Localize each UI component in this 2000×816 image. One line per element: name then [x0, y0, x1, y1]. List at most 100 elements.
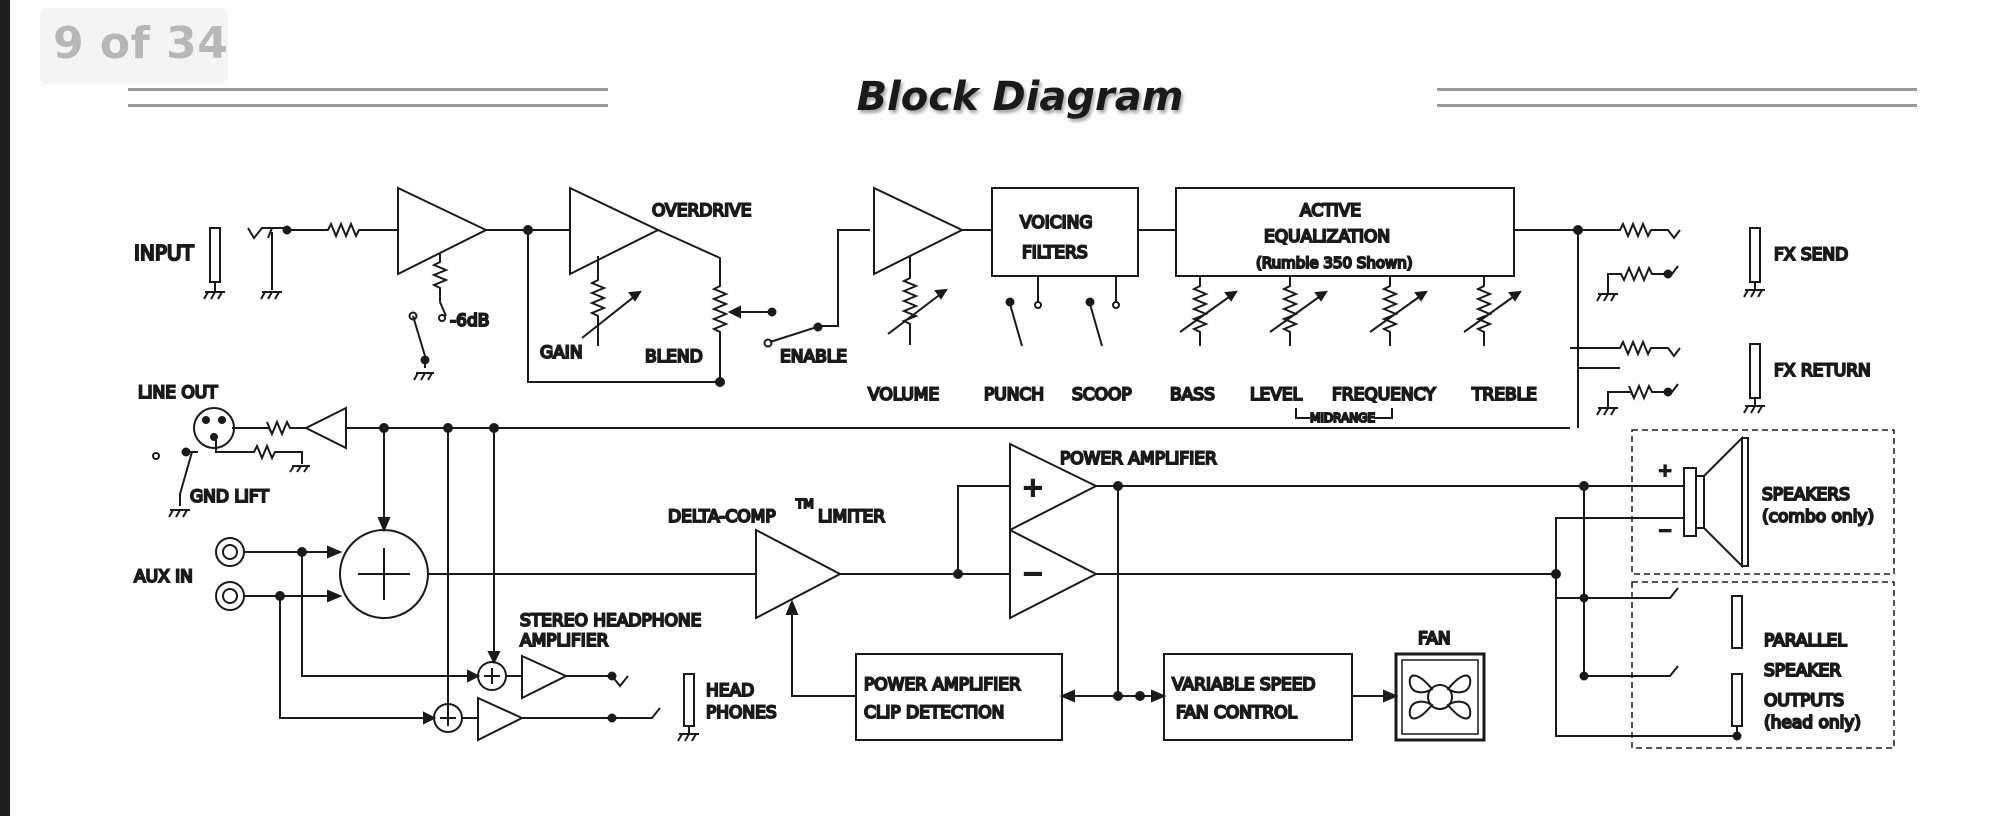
- title-rule-right-top: [1437, 88, 1917, 91]
- parallel-label-4: (head only): [1764, 713, 1861, 733]
- node: [1085, 297, 1095, 307]
- treble-label: TREBLE: [1471, 385, 1537, 405]
- node: [523, 225, 533, 235]
- headphone-amp-right: [462, 696, 661, 742]
- scoop-contact: [1112, 301, 1120, 309]
- fx-send-label: FX SEND: [1774, 245, 1848, 265]
- volume-pot: [887, 256, 947, 345]
- blend-label: BLEND: [645, 347, 703, 367]
- fan-label: FAN: [1418, 629, 1451, 649]
- pad-switch: [412, 315, 434, 381]
- fx-return-jack-ground: [1743, 398, 1765, 414]
- fan-icon: [1394, 652, 1486, 742]
- limiter-to-power-amp: [840, 485, 1010, 575]
- node: [607, 671, 617, 681]
- clip-detection-label-2: CLIP DETECTION: [864, 703, 1004, 723]
- fx-return-label: FX RETURN: [1774, 361, 1871, 381]
- volume-label: VOLUME: [868, 385, 939, 405]
- page-counter: 9 of 34: [53, 18, 229, 69]
- power-amp-plus: [1009, 442, 1099, 532]
- clip-detection-label-1: POWER AMPLIFIER: [864, 675, 1021, 695]
- fx-send-jack: [1749, 227, 1761, 283]
- pad-switch-pivot: [408, 311, 418, 321]
- fx-return-jack: [1749, 343, 1761, 399]
- title-rule-right-bottom: [1437, 104, 1917, 107]
- summing-mixer-cross: [358, 548, 410, 600]
- enable-label: ENABLE: [780, 347, 847, 367]
- xlr-pin: [218, 416, 226, 424]
- node: [181, 447, 191, 457]
- enable-switch: [769, 229, 870, 343]
- title-rule-left-top: [128, 88, 608, 91]
- headphone-arrows: [423, 651, 501, 725]
- aux-in-jack-left-inner: [222, 544, 238, 560]
- midrange-label: MIDRANGE: [1310, 411, 1375, 425]
- gnd-lift-contact: [152, 452, 160, 460]
- node: [813, 322, 823, 332]
- active-eq-label-1: ACTIVE: [1300, 201, 1361, 221]
- parallel-output-jack-2: [1731, 673, 1743, 727]
- preamp-triangle: [397, 186, 489, 276]
- power-amplifier-label: POWER AMPLIFIER: [1060, 449, 1217, 469]
- volume-triangle: [873, 186, 965, 276]
- parallel-output-jack-1: [1731, 595, 1743, 649]
- gnd-lift-label: GND LIFT: [190, 487, 269, 507]
- speaker-icon: [1683, 435, 1749, 569]
- aux-wiring: [244, 551, 478, 719]
- node: [1135, 691, 1145, 701]
- fan-control-label-2: FAN CONTROL: [1176, 703, 1298, 723]
- eq-pots: [1179, 276, 1521, 346]
- headphones-jack: [683, 673, 695, 727]
- punch-switch: [1009, 276, 1039, 347]
- headphone-amp-left: [506, 654, 629, 700]
- limiter-label: LIMITER: [818, 507, 885, 527]
- node: [1579, 593, 1589, 603]
- fx-return-path: [1570, 230, 1681, 428]
- node: [767, 307, 777, 317]
- xlr-pin: [210, 433, 218, 441]
- node: [1551, 569, 1561, 579]
- fx-send-jack-ground: [1743, 282, 1765, 298]
- headphone-sum-right-cross: [440, 710, 456, 726]
- gain-pot-arrow: [628, 290, 642, 302]
- frequency-label: FREQUENCY: [1332, 385, 1436, 405]
- minus-6db-label: -6dB: [450, 311, 489, 331]
- diagram-title: Block Diagram: [856, 74, 1184, 120]
- speakers-label-2: (combo only): [1762, 507, 1874, 527]
- punch-contact: [1034, 301, 1042, 309]
- page-counter-badge: [40, 8, 228, 84]
- stereo-headphone-label-1: STEREO HEADPHONE: [520, 611, 701, 631]
- volume-pot-arrow: [934, 288, 948, 300]
- power-amp-plus-sign: +: [1022, 473, 1044, 503]
- fan-control-label-1: VARIABLE SPEED: [1172, 675, 1316, 695]
- node: [379, 423, 389, 433]
- fx-send-ground: [1596, 265, 1679, 302]
- node: [1113, 481, 1123, 491]
- power-amp-minus: [1009, 528, 1099, 620]
- pad-resistor: [431, 253, 449, 317]
- clip-detection-block: [855, 653, 1063, 741]
- voicing-filters-block: [991, 187, 1139, 277]
- aux-in-jack-right-inner: [222, 588, 238, 604]
- node: [1005, 297, 1015, 307]
- enable-switch-pivot: [763, 338, 773, 348]
- voicing-filters-label-1: VOICING: [1020, 213, 1093, 233]
- bass-label: BASS: [1170, 385, 1215, 405]
- overdrive-triangle: [569, 186, 661, 276]
- aux-in-label: AUX IN: [134, 567, 193, 587]
- scoop-switch: [1089, 276, 1117, 347]
- limiter-triangle: [755, 528, 843, 620]
- speakers-dashed-box: [1631, 429, 1895, 575]
- headphones-label-2: PHONES: [706, 703, 777, 723]
- left-edge-bar: [0, 0, 10, 816]
- node: [275, 591, 285, 601]
- fx-return-ground: [1596, 383, 1679, 416]
- xlr-connector: [193, 407, 235, 449]
- node: [420, 355, 430, 365]
- node: [1663, 387, 1673, 397]
- power-amp-minus-sign: −: [1022, 559, 1044, 589]
- gain-pot: [581, 256, 641, 346]
- clip-to-limiter: [791, 602, 856, 697]
- headphones-jack-ground: [677, 726, 699, 742]
